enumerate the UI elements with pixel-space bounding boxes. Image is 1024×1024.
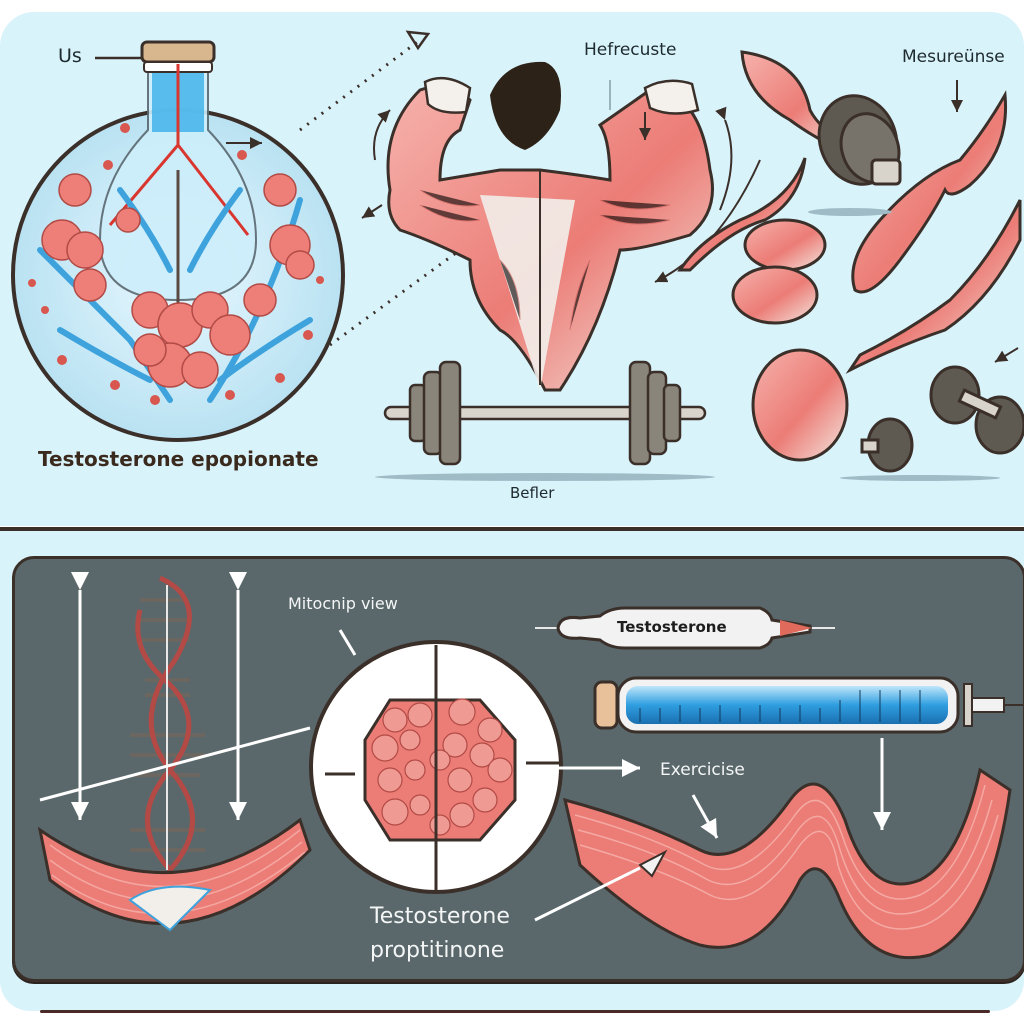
wavy-muscle-fiber — [562, 767, 1012, 960]
right-top-label: Mesureünse — [902, 47, 1005, 67]
flask-caption: Testosterone epopionate — [38, 447, 319, 471]
microscope-view-illustration — [309, 640, 563, 894]
tissue-clusters — [41, 173, 315, 389]
center-top-label: Hefrecuste — [584, 40, 677, 60]
exercise-label: Exercicise — [660, 760, 745, 780]
pointer-line — [39, 726, 311, 802]
flask-pointer-label: Us — [58, 45, 82, 67]
syringe-icon — [593, 676, 1024, 734]
testosterone-label-line2: proptitinone — [370, 938, 505, 963]
ampoule-label: Testosterone — [617, 618, 727, 636]
flask-illustration — [11, 40, 345, 442]
dna-helix-illustration — [130, 575, 205, 872]
microscope-view-label: Mitocnip view — [288, 594, 398, 613]
footer-line — [40, 1010, 990, 1013]
triangle-arrow-icon — [405, 30, 431, 51]
barbell-icon — [375, 360, 715, 481]
flexing-back-illustration — [361, 61, 761, 392]
head-hair — [490, 61, 561, 150]
curved-muscle-fiber — [37, 817, 312, 932]
flask-cap — [140, 40, 216, 64]
barbell-caption: Befler — [510, 484, 555, 502]
measure-arrows — [71, 572, 247, 820]
right-fist — [643, 79, 700, 115]
ampoule-icon — [535, 606, 835, 650]
left-fist — [423, 76, 472, 114]
pointer-line — [534, 866, 641, 922]
isolated-muscles — [677, 50, 1022, 462]
testosterone-label-line1: Testosterone — [370, 904, 510, 929]
section-divider — [0, 527, 1024, 531]
testosterone-label: Testosterone proptitinone — [370, 900, 510, 968]
weight-plates — [808, 94, 902, 216]
dumbbells-icon — [840, 365, 1024, 481]
